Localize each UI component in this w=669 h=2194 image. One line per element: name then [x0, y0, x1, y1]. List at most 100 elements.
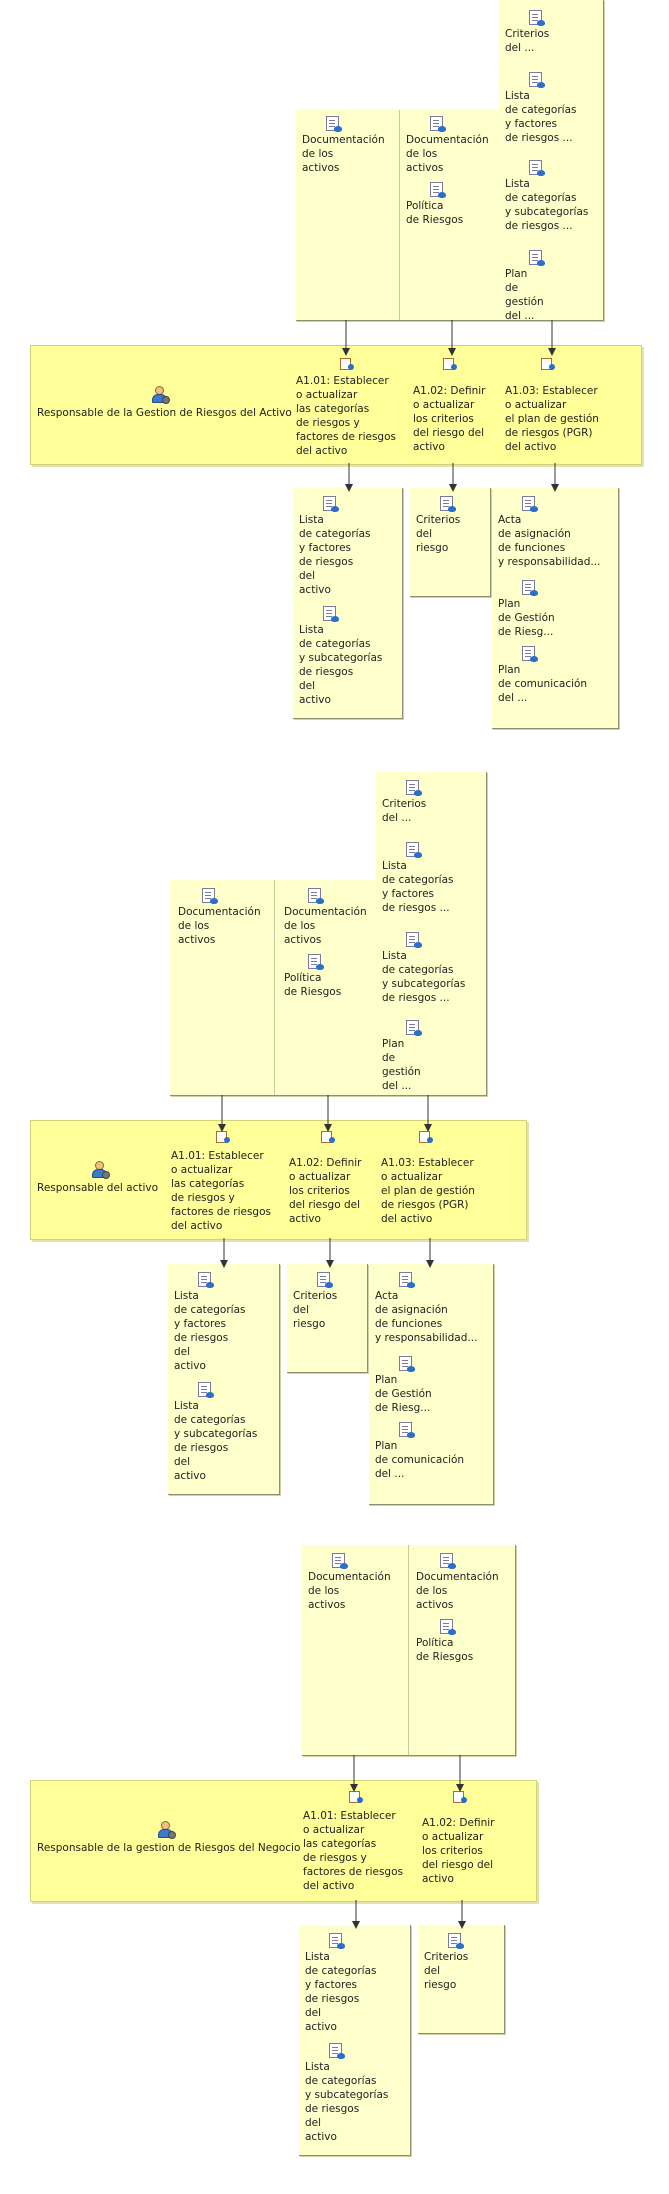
- document-label: Lista de categorías y factores de riesgo…: [299, 514, 371, 596]
- document-label: Lista de categorías y factores de riesgo…: [505, 90, 577, 144]
- input-document[interactable]: Documentación de los activos: [406, 116, 489, 175]
- document-label: Lista de categorías y factores de riesgo…: [382, 860, 454, 914]
- input-document[interactable]: Lista de categorías y subcategorías de r…: [382, 932, 465, 1005]
- role-label[interactable]: Responsable de la gestion de Riesgos del…: [37, 1842, 301, 1854]
- document-label: Documentación de los activos: [302, 134, 385, 174]
- document-icon: [527, 72, 545, 88]
- activity-icon: [453, 1791, 467, 1803]
- input-document[interactable]: Política de Riesgos: [284, 954, 341, 999]
- activity-a1-01[interactable]: A1.01: Establecer o actualizar las categ…: [296, 375, 396, 457]
- activity-icon: [541, 358, 555, 370]
- document-label: Lista de categorías y subcategorías de r…: [299, 624, 383, 706]
- document-label: Acta de asignación de funciones y respon…: [498, 514, 601, 568]
- document-icon: [321, 496, 339, 512]
- document-label: Documentación de los activos: [284, 906, 367, 946]
- document-icon: [438, 1619, 456, 1635]
- document-label: Plan de Gestión de Riesg...: [375, 1374, 432, 1414]
- input-document[interactable]: Documentación de los activos: [178, 888, 261, 947]
- input-document[interactable]: Documentación de los activos: [308, 1553, 391, 1612]
- document-icon: [324, 116, 342, 132]
- input-document[interactable]: Documentación de los activos: [302, 116, 385, 175]
- output-panel: Criterios del riesgo: [410, 488, 491, 597]
- activity-a1-02[interactable]: A1.02: Definir o actualizar los criterio…: [289, 1157, 362, 1225]
- output-panel: Lista de categorías y factores de riesgo…: [168, 1264, 280, 1495]
- activity-a1-01[interactable]: A1.01: Establecer o actualizar las categ…: [171, 1150, 271, 1232]
- document-icon: [200, 888, 218, 904]
- output-panel: Acta de asignación de funciones y respon…: [369, 1264, 494, 1505]
- document-icon: [446, 1933, 464, 1949]
- output-panel: Lista de categorías y factores de riesgo…: [299, 1925, 411, 2156]
- activity-a1-02[interactable]: A1.02: Definir o actualizar los criterio…: [422, 1817, 495, 1885]
- output-document[interactable]: Lista de categorías y factores de riesgo…: [174, 1272, 245, 1373]
- output-document[interactable]: Lista de categorías y subcategorías de r…: [299, 606, 382, 707]
- document-icon: [397, 1422, 415, 1438]
- output-document[interactable]: Lista de categorías y factores de riesgo…: [299, 496, 370, 597]
- document-icon: [397, 1272, 415, 1288]
- document-label: Lista de categorías y subcategorías de r…: [382, 950, 466, 1004]
- role-icon: [91, 1161, 110, 1179]
- activity-a1-03[interactable]: A1.03: Establecer o actualizar el plan d…: [381, 1157, 475, 1225]
- document-icon: [397, 1356, 415, 1372]
- document-icon: [404, 1020, 422, 1036]
- output-document[interactable]: Plan de Gestión de Riesg...: [375, 1356, 432, 1415]
- document-icon: [327, 1933, 345, 1949]
- document-label: Criterios del riesgo: [424, 1951, 469, 1991]
- role-lane: Responsable de la Gestion de Riesgos del…: [30, 345, 642, 465]
- activity-a1-03[interactable]: A1.03: Establecer o actualizar el plan d…: [505, 385, 599, 453]
- output-document[interactable]: Plan de Gestión de Riesg...: [498, 580, 555, 639]
- output-panel: Acta de asignación de funciones y respon…: [492, 488, 619, 729]
- output-document[interactable]: Criterios del riesgo: [293, 1272, 337, 1331]
- document-label: Criterios del ...: [505, 28, 550, 54]
- output-document[interactable]: Lista de categorías y subcategorías de r…: [305, 2043, 388, 2144]
- input-document[interactable]: Política de Riesgos: [416, 1619, 473, 1664]
- document-label: Documentación de los activos: [406, 134, 489, 174]
- input-panel: Documentación de los activos Documentaci…: [302, 1545, 516, 1756]
- document-label: Política de Riesgos: [406, 200, 464, 226]
- document-icon: [404, 780, 422, 796]
- input-document[interactable]: Lista de categorías y subcategorías de r…: [505, 160, 588, 233]
- input-panel: Documentación de los activos Documentaci…: [170, 880, 379, 1096]
- output-document[interactable]: Criterios del riesgo: [424, 1933, 468, 1992]
- document-label: Criterios del riesgo: [416, 514, 461, 554]
- document-icon: [330, 1553, 348, 1569]
- document-label: Lista de categorías y factores de riesgo…: [305, 1951, 377, 2033]
- output-panel: Criterios del riesgo: [287, 1264, 368, 1373]
- document-label: Plan de comunicación del ...: [498, 664, 588, 704]
- input-document[interactable]: Plan de gestión del ...: [505, 250, 545, 321]
- output-document[interactable]: Plan de comunicación del ...: [498, 646, 587, 705]
- document-icon: [438, 1553, 456, 1569]
- output-document[interactable]: Lista de categorías y factores de riesgo…: [305, 1933, 376, 2034]
- document-icon: [327, 2043, 345, 2059]
- output-document[interactable]: Plan de comunicación del ...: [375, 1422, 464, 1481]
- input-document[interactable]: Criterios del ...: [505, 10, 549, 55]
- role-label[interactable]: Responsable de la Gestion de Riesgos del…: [37, 407, 292, 419]
- role-icon: [157, 1821, 176, 1839]
- document-icon: [315, 1272, 333, 1288]
- output-document[interactable]: Criterios del riesgo: [416, 496, 460, 555]
- document-icon: [527, 250, 545, 266]
- document-label: Documentación de los activos: [178, 906, 261, 946]
- input-document[interactable]: Documentación de los activos: [416, 1553, 499, 1612]
- output-panel: Criterios del riesgo: [418, 1925, 505, 2034]
- output-panel: Lista de categorías y factores de riesgo…: [293, 488, 403, 719]
- activity-a1-01[interactable]: A1.01: Establecer o actualizar las categ…: [303, 1810, 403, 1892]
- input-document[interactable]: Lista de categorías y factores de riesgo…: [505, 72, 576, 145]
- document-icon: [428, 116, 446, 132]
- activity-a1-02[interactable]: A1.02: Definir o actualizar los criterio…: [413, 385, 486, 453]
- document-icon: [520, 646, 538, 662]
- document-label: Plan de Gestión de Riesg...: [498, 598, 555, 638]
- document-label: Lista de categorías y subcategorías de r…: [505, 178, 589, 232]
- input-document[interactable]: Política de Riesgos: [406, 182, 463, 227]
- role-label[interactable]: Responsable del activo: [37, 1182, 159, 1194]
- input-document[interactable]: Plan de gestión del ...: [382, 1020, 422, 1093]
- document-icon: [306, 954, 324, 970]
- activity-icon: [419, 1131, 433, 1143]
- document-label: Plan de gestión del ...: [505, 268, 544, 321]
- output-document[interactable]: Acta de asignación de funciones y respon…: [375, 1272, 477, 1345]
- input-document[interactable]: Documentación de los activos: [284, 888, 367, 947]
- output-document[interactable]: Lista de categorías y subcategorías de r…: [174, 1382, 257, 1483]
- input-document[interactable]: Lista de categorías y factores de riesgo…: [382, 842, 453, 915]
- output-document[interactable]: Acta de asignación de funciones y respon…: [498, 496, 600, 569]
- input-document[interactable]: Criterios del ...: [382, 780, 426, 825]
- activity-icon: [321, 1131, 335, 1143]
